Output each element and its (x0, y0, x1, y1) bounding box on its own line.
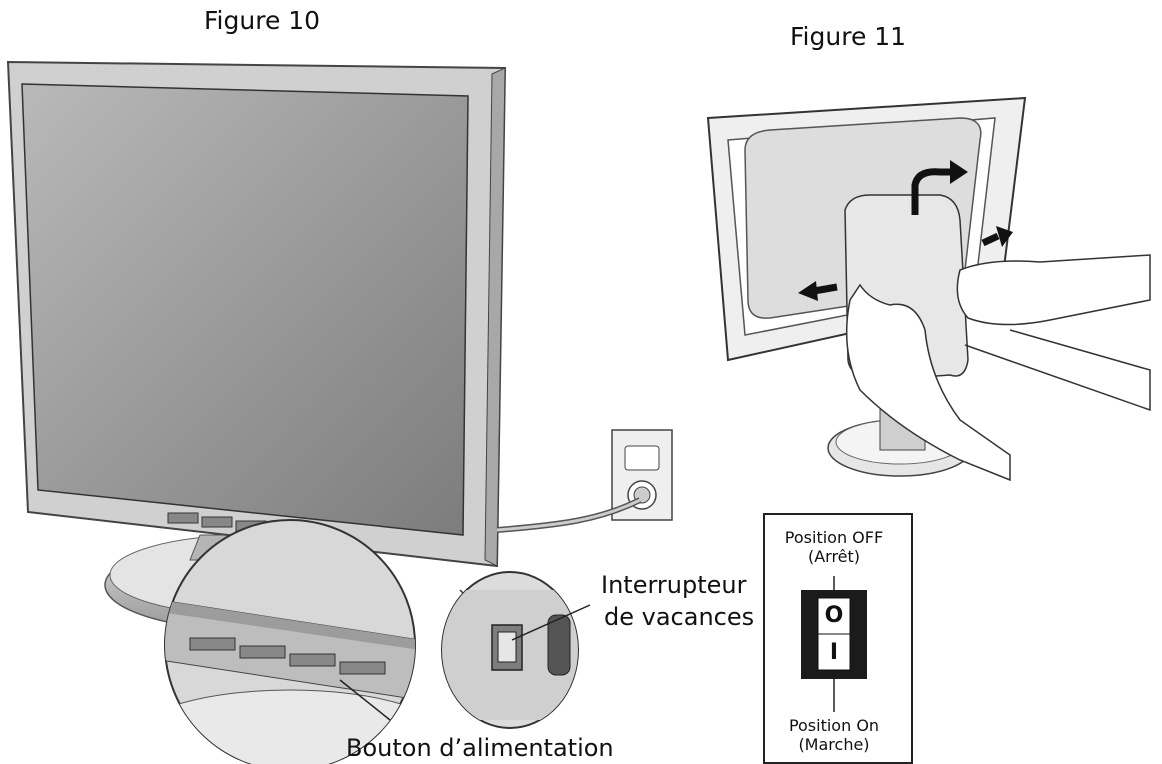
switch-off-label-line2: (Arrêt) (807, 547, 861, 566)
arrows (798, 160, 1013, 301)
vacation-switch-label-line2: de vacances (604, 603, 755, 631)
vacation-switch-closeup (441, 571, 579, 729)
switch-on-label-line2: (Marche) (798, 735, 870, 754)
power-button-closeup (164, 519, 416, 764)
wall-outlet-illustration (496, 429, 673, 533)
arrow-up-icon (950, 160, 968, 184)
arrow-right-icon (996, 226, 1013, 247)
switch-on-symbol: I (829, 640, 839, 665)
switch-off-symbol: O (824, 603, 844, 628)
figure-11-title: Figure 11 (790, 22, 907, 51)
figure-10-title: Figure 10 (204, 6, 321, 35)
arrow-left-icon (798, 281, 818, 301)
monitor-front-illustration (6, 60, 507, 631)
vacation-switch-label-line1: Interrupteur (601, 571, 747, 599)
hands-illustration (845, 254, 1151, 482)
switch-position-panel (763, 513, 913, 764)
switch-on-label-line1: Position On (788, 716, 880, 735)
power-button-label: Bouton d’alimentation (346, 734, 614, 762)
switch-off-label-line1: Position OFF (784, 528, 884, 547)
